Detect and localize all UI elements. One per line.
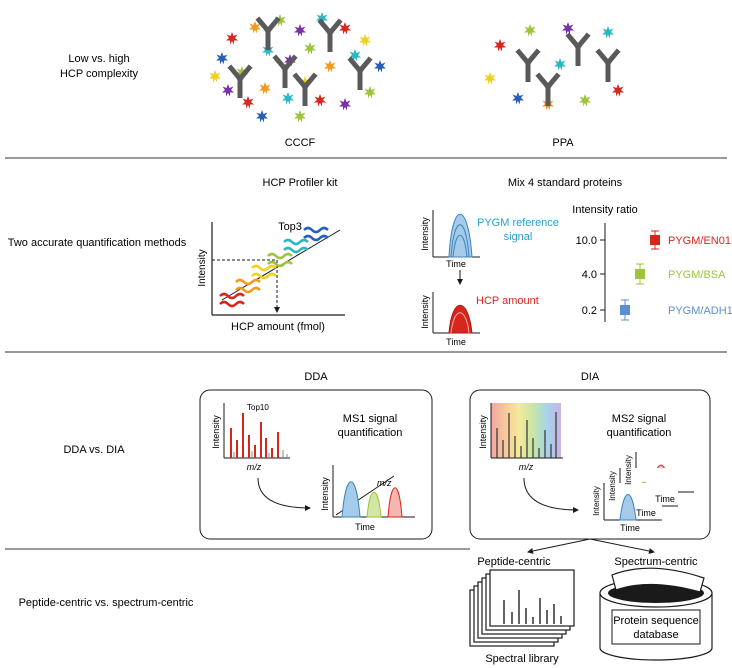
dia-title: DIA: [581, 371, 600, 383]
dda-xic-time: Time: [355, 522, 375, 532]
dda-panel: [199, 389, 433, 540]
database-cylinder: [599, 567, 713, 661]
spectral-library-label: Spectral library: [485, 653, 559, 665]
acq-label: DDA vs. DIA: [63, 444, 125, 456]
top3-label: Top3: [278, 221, 302, 233]
top3-y-axis: Intensity: [197, 249, 208, 286]
ratio-title: Intensity ratio: [572, 204, 637, 216]
ratio-tick-3: 0.2: [582, 305, 597, 317]
ratio-marker-adh1: [620, 305, 630, 315]
ref-intensity: Intensity: [420, 217, 430, 251]
dia-xic-stack: [603, 452, 694, 521]
db-label-2: database: [633, 629, 678, 641]
ratio-marker-en01: [650, 235, 660, 245]
top3-plot: [211, 222, 345, 316]
ppa-protein-cloud: [484, 22, 624, 111]
ratio-tick-2: 4.0: [582, 269, 597, 281]
hcp-amount-plot: [432, 292, 480, 334]
mix-title: Mix 4 standard proteins: [508, 177, 623, 189]
kit-title: HCP Profiler kit: [263, 177, 338, 189]
ratio-label-adh1: PYGM/ADH1: [668, 305, 732, 317]
spectral-library-stack: [469, 569, 575, 647]
dia-xic-intensity-1: Intensity: [624, 455, 633, 485]
dda-ms1-spectrum: [223, 403, 290, 459]
hcp-time: Time: [446, 337, 466, 347]
ms1-label-2: quantification: [338, 427, 403, 439]
dda-flow-arrow: [257, 477, 311, 511]
top3-x-axis: HCP amount (fmol): [231, 321, 325, 333]
dda-xic-mz: m/z: [377, 478, 392, 488]
ratio-plot: [600, 223, 660, 322]
dia-xic-intensity-2: Intensity: [608, 471, 617, 501]
dia-mz: m/z: [519, 462, 534, 472]
reference-signal-plot: [432, 210, 480, 285]
dda-intensity: Intensity: [211, 415, 221, 449]
ref-time: Time: [446, 259, 466, 269]
search-label: Peptide-centric vs. spectrum-centric: [19, 597, 194, 609]
quant-label: Two accurate quantification methods: [8, 237, 187, 249]
complexity-label-2: HCP complexity: [60, 68, 139, 80]
ratio-label-bsa: PYGM/BSA: [668, 269, 726, 281]
dia-flow-arrow: [523, 477, 579, 513]
dia-intensity: Intensity: [478, 415, 488, 449]
cccf-label: CCCF: [285, 137, 316, 149]
top10-label: Top10: [247, 403, 269, 412]
peptide-centric-label: Peptide-centric: [477, 556, 551, 568]
ratio-marker-bsa: [635, 269, 645, 279]
dia-xic-time-3: Time: [620, 523, 640, 533]
peptide-fork-arrow: [527, 538, 591, 554]
spectrum-fork-arrow: [589, 538, 655, 554]
hcp-intensity: Intensity: [420, 295, 430, 329]
ref-label-1: PYGM reference: [477, 217, 559, 229]
complexity-label-1: Low vs. high: [68, 53, 129, 65]
dda-title: DDA: [304, 371, 328, 383]
ratio-tick-1: 10.0: [576, 235, 597, 247]
dia-xic-time-2: Time: [636, 508, 656, 518]
ref-label-2: signal: [504, 231, 533, 243]
ms2-label-2: quantification: [607, 427, 672, 439]
dia-xic-time-1: Time: [655, 494, 675, 504]
cccf-protein-cloud: [209, 12, 386, 123]
ppa-label: PPA: [552, 137, 574, 149]
ms2-label-1: MS2 signal: [612, 413, 666, 425]
dda-xic-plot: [332, 465, 415, 518]
dia-ms1-spectrum: [490, 403, 563, 459]
dda-mz: m/z: [247, 462, 262, 472]
dda-xic-intensity: Intensity: [320, 477, 330, 511]
ratio-label-en01: PYGM/EN01: [668, 235, 731, 247]
dia-xic-intensity-3: Intensity: [592, 486, 601, 516]
hcp-amount-label: HCP amount: [476, 295, 539, 307]
spectrum-centric-label: Spectrum-centric: [614, 556, 698, 568]
ms1-label-1: MS1 signal: [343, 413, 397, 425]
db-label-1: Protein sequence: [613, 615, 699, 627]
